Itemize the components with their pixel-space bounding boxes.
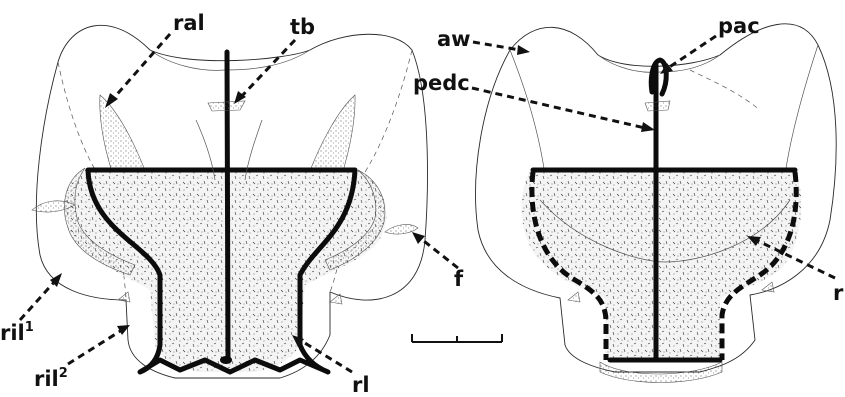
arrow-ril1 [20, 280, 56, 320]
right-upper-margin [598, 55, 720, 72]
left-median-rod [227, 52, 228, 360]
label-ral: ral [173, 11, 205, 35]
label-pac: pac [718, 14, 760, 38]
label-f: f [454, 267, 464, 291]
right-inner-contour-right [785, 45, 818, 175]
right-small-tooth-left [568, 292, 580, 302]
left-small-tooth-left [118, 292, 130, 302]
label-aw: aw [437, 27, 471, 51]
right-small-tooth-right [762, 282, 774, 292]
label-rl: rl [352, 373, 370, 397]
right-inner-dashed [690, 70, 760, 110]
arrow-f [420, 238, 458, 268]
left-small-tooth-right [330, 294, 342, 304]
arrowhead-pedc [641, 122, 655, 132]
left-median-knob [220, 356, 232, 364]
left-tb-sclerite [208, 101, 245, 111]
label-tb: tb [290, 15, 315, 39]
label-r: r [833, 281, 844, 305]
arrow-ral [112, 34, 170, 100]
label-pedc: pedc [413, 71, 470, 95]
right-view [476, 24, 837, 383]
arrowhead-ril1 [50, 273, 62, 287]
scale-bar [412, 334, 502, 342]
arrow-pedc [472, 88, 645, 128]
left-upper-margin [150, 50, 310, 70]
right-inner-contour-left [510, 50, 545, 175]
arrowhead-aw [517, 45, 530, 55]
arrow-ril2 [68, 330, 122, 364]
right-pac-loop [651, 60, 666, 94]
right-tb-sclerite [645, 101, 670, 111]
left-view [32, 25, 427, 378]
label-ril2: ril2 [34, 366, 68, 391]
label-ril1: ril1 [0, 320, 34, 345]
arrowhead-ral [105, 93, 118, 108]
arrowhead-f [412, 232, 425, 244]
